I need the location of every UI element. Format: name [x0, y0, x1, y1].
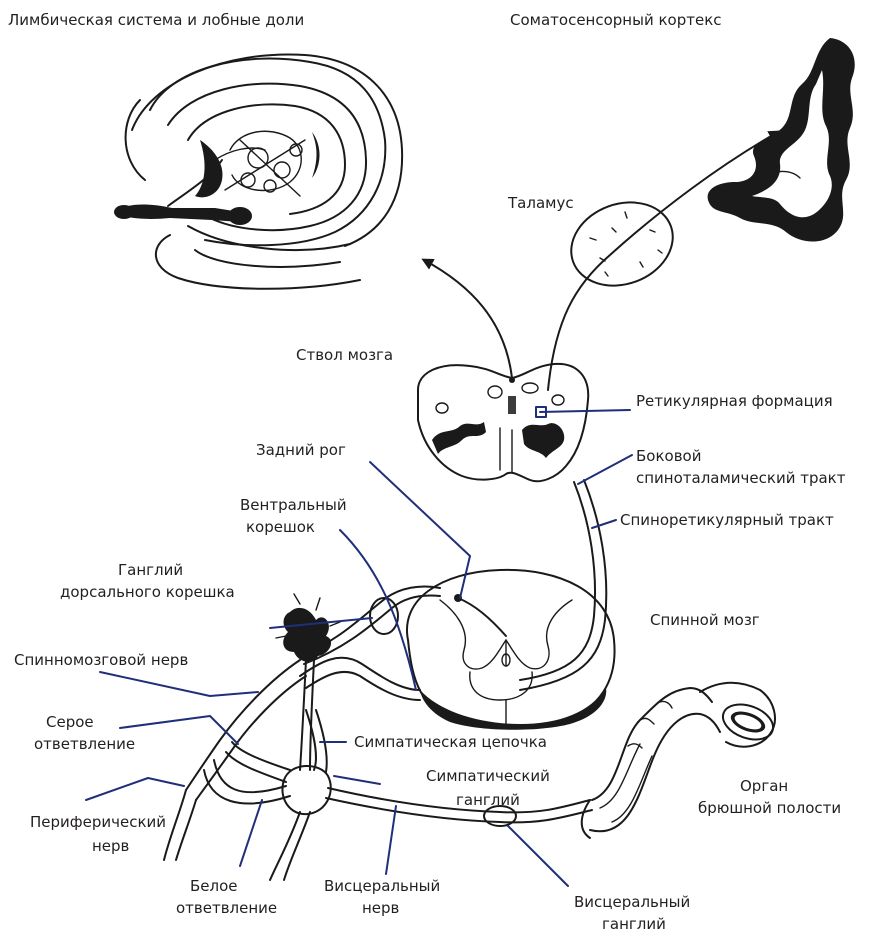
leader-white-ramus: [240, 800, 262, 866]
leader-ventral-root: [340, 530, 416, 690]
label-brainstem: Ствол мозга: [296, 345, 393, 365]
ascending-arrow-limbic: [424, 260, 512, 378]
label-peripheral-nerve-line2: нерв: [92, 836, 129, 856]
leader-visceral-ganglion: [508, 826, 568, 886]
label-gray-ramus-line1: Серое: [46, 712, 94, 732]
label-spinoreticular-tract: Спиноретикулярный тракт: [620, 510, 834, 530]
leader-lateral-tract: [578, 455, 632, 484]
leader-peripheral-nerve: [86, 778, 184, 800]
somatosensory-cortex-drawing: [708, 38, 855, 242]
limbic-system-drawing: [114, 54, 402, 288]
leader-sympathetic-ganglion: [334, 776, 380, 784]
leader-visceral-nerve: [386, 806, 396, 874]
leader-spinal-nerve: [100, 672, 258, 696]
label-organ-line1: Орган: [740, 776, 788, 796]
label-drg-line1: Ганглий: [118, 560, 183, 580]
label-spinal-cord: Спинной мозг: [650, 610, 760, 630]
label-lateral-tract-line1: Боковой: [636, 446, 701, 466]
label-gray-ramus-line2: ответвление: [34, 734, 135, 754]
label-visceral-nerve-line1: Висцеральный: [324, 876, 440, 896]
label-sympathetic-chain: Симпатическая цепочка: [354, 732, 547, 752]
label-ventral-root-line2: корешок: [246, 517, 315, 537]
label-limbic-system: Лимбическая система и лобные доли: [8, 10, 304, 30]
label-drg-line2: дорсального корешка: [60, 582, 235, 602]
label-white-ramus-line2: ответвление: [176, 898, 277, 918]
label-peripheral-nerve-line1: Периферический: [30, 812, 166, 832]
leader-reticular: [540, 410, 630, 412]
ascending-tract-inner: [520, 482, 595, 680]
label-reticular-formation: Ретикулярная формация: [636, 391, 833, 411]
label-sympathetic-ganglion-line2: ганглий: [456, 790, 520, 810]
nerve-roots-drawing: [186, 586, 440, 800]
label-ventral-root-line1: Вентральный: [240, 495, 347, 515]
label-visceral-ganglion-line2: ганглий: [602, 914, 666, 934]
label-spinal-nerve: Спинномозговой нерв: [14, 650, 188, 670]
label-sympathetic-ganglion-line1: Симпатический: [426, 766, 550, 786]
label-thalamus: Таламус: [508, 193, 574, 213]
label-organ-line2: брюшной полости: [698, 798, 841, 818]
label-lateral-tract-line2: спиноталамический тракт: [636, 468, 845, 488]
label-somatosensory-cortex: Соматосенсорный кортекс: [510, 10, 722, 30]
brainstem-drawing: [418, 364, 588, 481]
ascending-tract-outer: [520, 480, 606, 690]
label-visceral-ganglion-line1: Висцеральный: [574, 892, 690, 912]
label-white-ramus-line1: Белое: [190, 876, 238, 896]
leader-spinoreticular: [592, 520, 616, 528]
label-visceral-nerve-line2: нерв: [362, 898, 399, 918]
label-dorsal-horn: Задний рог: [256, 440, 346, 460]
